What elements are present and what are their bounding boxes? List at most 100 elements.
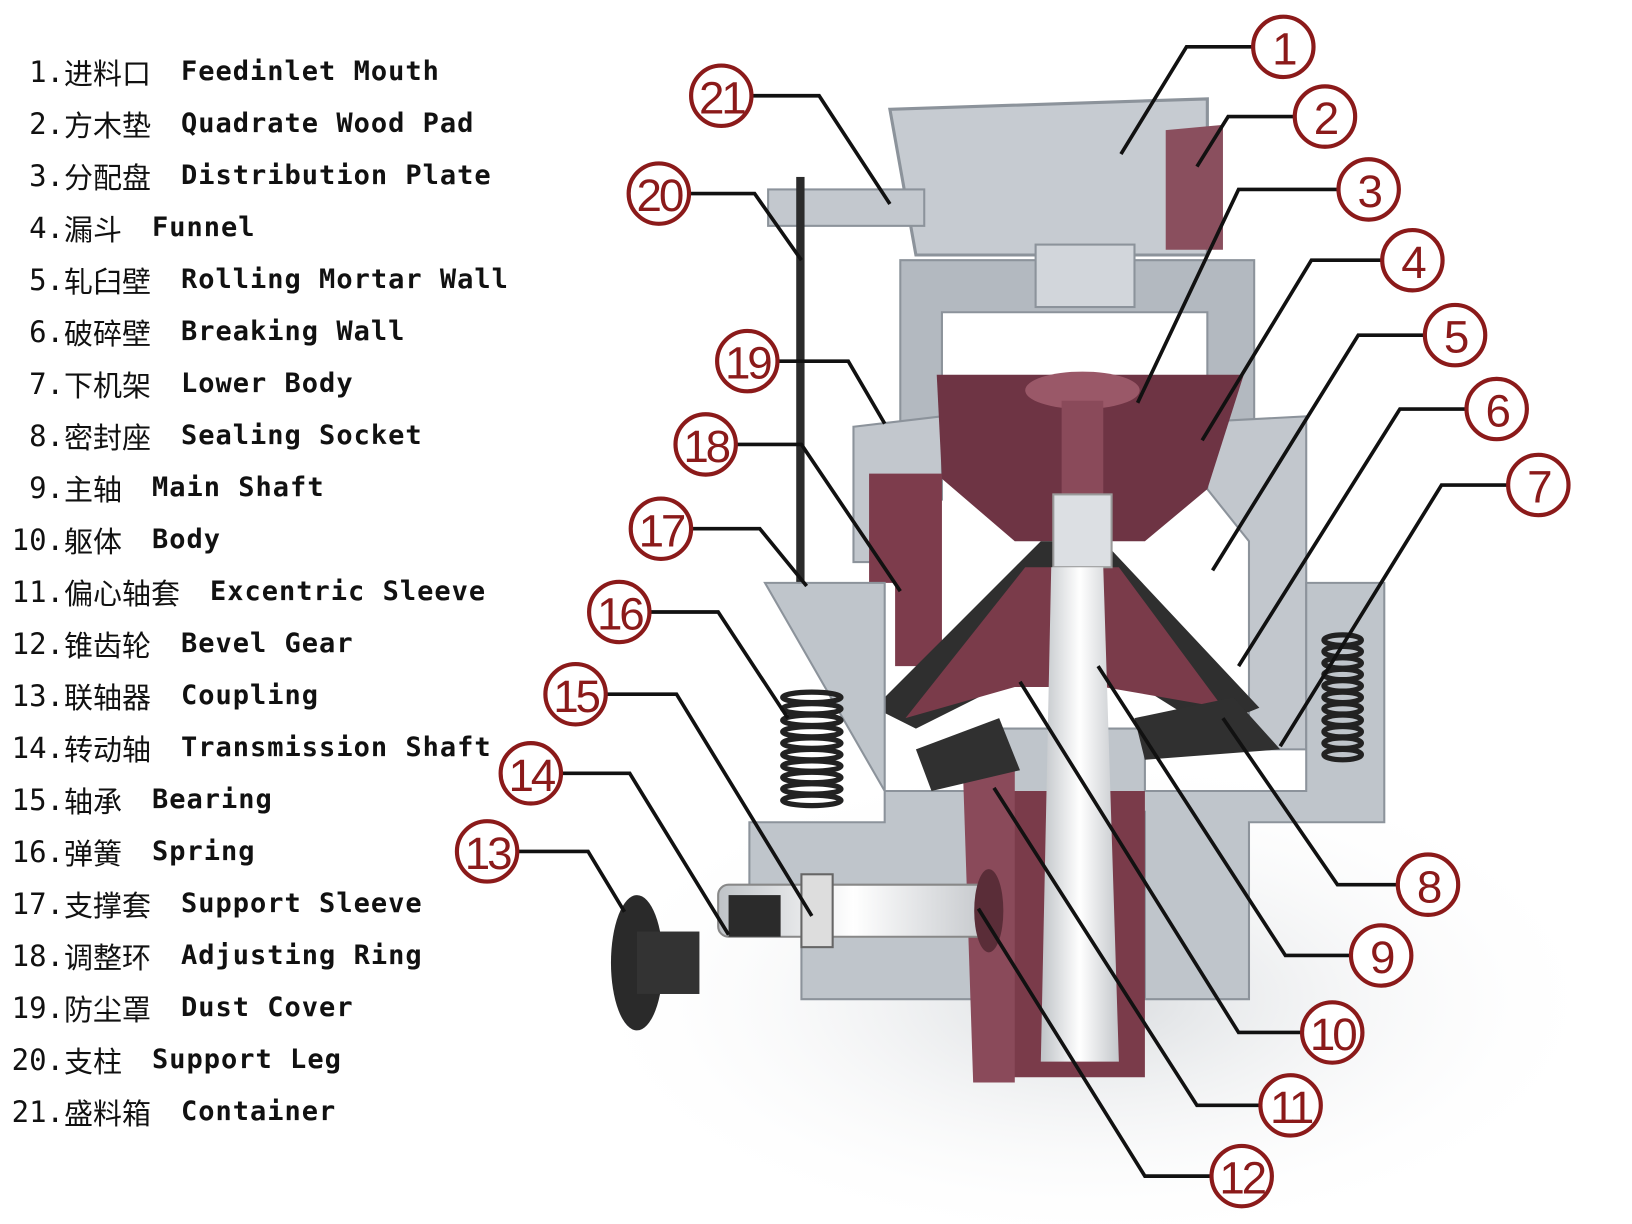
callout-17: 17 bbox=[628, 496, 809, 588]
callout-circle bbox=[628, 496, 694, 562]
crusher-body bbox=[610, 97, 1386, 1083]
part-name-chinese: 联轴器 bbox=[64, 680, 152, 715]
callout-7: 7 bbox=[1278, 452, 1571, 748]
leader-line bbox=[778, 359, 887, 425]
callout-6: 6 bbox=[1237, 376, 1529, 668]
part-name-chinese: 弹簧 bbox=[64, 836, 123, 871]
callout-circle bbox=[626, 161, 692, 226]
part-name-chinese: 轴承 bbox=[64, 784, 123, 819]
leader-line bbox=[752, 93, 892, 205]
callout-number: 1 bbox=[1272, 23, 1296, 74]
part-name-chinese: 盛料箱 bbox=[64, 1096, 152, 1131]
leader-line bbox=[606, 692, 814, 917]
callout-circle bbox=[1395, 852, 1461, 917]
bearing-housing bbox=[728, 895, 781, 937]
callout-15: 15 bbox=[543, 661, 814, 917]
leader-line bbox=[1119, 45, 1253, 155]
callout-number: 18 bbox=[683, 421, 729, 472]
leader-line bbox=[1200, 258, 1382, 442]
part-name-chinese: 分配盘 bbox=[64, 160, 152, 195]
callout-circle bbox=[454, 819, 520, 884]
part-name-chinese: 支撑套 bbox=[64, 888, 152, 923]
leader-line bbox=[562, 771, 731, 936]
leader-line bbox=[976, 907, 1211, 1178]
callout-21: 21 bbox=[689, 63, 892, 205]
callout-circle bbox=[1209, 1143, 1274, 1209]
callout-19: 19 bbox=[715, 328, 887, 425]
part-number: 20. bbox=[11, 1042, 64, 1077]
part-number: 16. bbox=[11, 834, 64, 869]
part-name-english: Adjusting Ring bbox=[181, 940, 423, 972]
leader-line bbox=[1018, 680, 1302, 1035]
part-name-english: Main Shaft bbox=[152, 472, 325, 504]
callout-circle bbox=[1348, 923, 1414, 988]
callout-number: 14 bbox=[508, 750, 555, 801]
part-number: 14. bbox=[11, 730, 64, 765]
callout-number: 13 bbox=[465, 828, 511, 879]
callout-number: 15 bbox=[553, 671, 599, 722]
callout-circle bbox=[1422, 302, 1488, 368]
callout-circle bbox=[498, 741, 564, 806]
leader-line bbox=[1211, 333, 1424, 572]
callout-circle bbox=[587, 579, 652, 645]
callout-circle bbox=[1258, 1073, 1323, 1138]
callout-number: 12 bbox=[1219, 1153, 1265, 1204]
part-number: 10. bbox=[11, 522, 64, 557]
callout-number: 10 bbox=[1310, 1009, 1356, 1060]
part-name-english: Sealing Socket bbox=[181, 420, 423, 452]
callout-number: 4 bbox=[1401, 237, 1426, 288]
part-name-chinese: 漏斗 bbox=[64, 212, 123, 247]
shaft-collar bbox=[1052, 493, 1113, 569]
part-name-chinese: 支柱 bbox=[64, 1044, 123, 1079]
part-number: 2. bbox=[29, 106, 64, 141]
container-box bbox=[888, 97, 1209, 257]
part-name-english: Feedinlet Mouth bbox=[181, 56, 440, 88]
support-leg-rod bbox=[796, 176, 805, 583]
callout-1: 1 bbox=[1119, 14, 1316, 155]
distribution-plate bbox=[1025, 371, 1140, 410]
part-name-english: Lower Body bbox=[181, 368, 354, 400]
feed-inlet-mouth bbox=[1034, 243, 1136, 309]
part-name-chinese: 躯体 bbox=[64, 524, 123, 559]
callout-circle bbox=[689, 63, 754, 129]
callout-20: 20 bbox=[626, 161, 803, 262]
sealing-socket-left bbox=[915, 718, 1020, 792]
leader-line bbox=[650, 610, 790, 720]
callout-12: 12 bbox=[976, 907, 1274, 1209]
spring-coil bbox=[780, 792, 844, 809]
callout-14: 14 bbox=[498, 741, 731, 936]
part-name-chinese: 锥齿轮 bbox=[64, 628, 152, 663]
callout-number: 11 bbox=[1270, 1082, 1313, 1133]
callout-10: 10 bbox=[1018, 680, 1365, 1065]
part-name-chinese: 下机架 bbox=[64, 368, 152, 403]
bevel-gear bbox=[974, 869, 1004, 953]
callout-number: 2 bbox=[1314, 93, 1338, 144]
callout-4: 4 bbox=[1200, 227, 1445, 442]
part-name-english: Quadrate Wood Pad bbox=[181, 108, 475, 140]
leader-line bbox=[1195, 114, 1294, 168]
callout-number: 3 bbox=[1358, 166, 1382, 217]
callout-circle bbox=[1292, 84, 1358, 149]
leader-line bbox=[690, 191, 803, 262]
callout-11: 11 bbox=[992, 786, 1323, 1138]
callout-number: 20 bbox=[636, 170, 682, 221]
part-number: 9. bbox=[29, 470, 64, 505]
adjusting-ring bbox=[869, 473, 942, 667]
callout-circle bbox=[673, 412, 738, 477]
callout-13: 13 bbox=[454, 819, 627, 913]
part-number: 19. bbox=[11, 990, 64, 1025]
part-name-english: Bevel Gear bbox=[181, 628, 354, 660]
